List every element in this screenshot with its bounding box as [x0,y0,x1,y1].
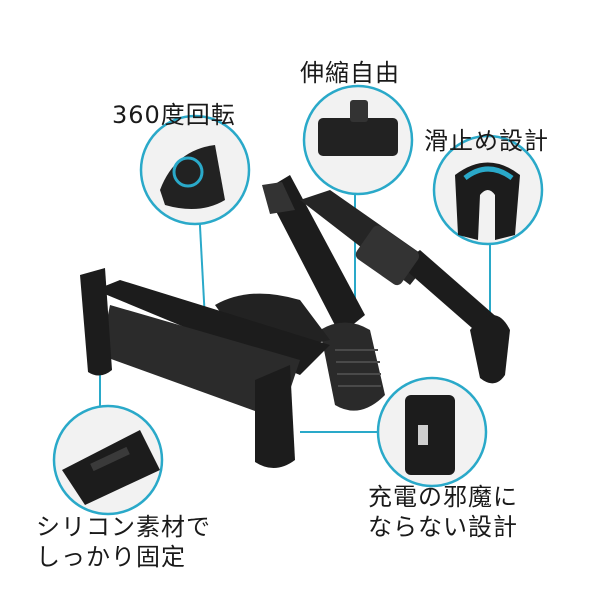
circle-rotation [139,114,251,226]
feature-label-rotation: 360度回転 [112,100,236,130]
feature-label-charging-line1: 充電の邪魔に [368,483,518,511]
clamp-left-jaw [80,268,112,376]
telescopic-inner [400,250,500,335]
feature-label-charging: 充電の邪魔に ならない設計 [368,482,518,542]
feature-label-silicone: シリコン素材で しっかり固定 [36,512,211,572]
circle-antislip [432,134,544,246]
circle-telescopic [302,84,414,196]
upper-arm-cap [262,182,295,214]
circle-silicone [52,404,164,516]
feature-label-telescopic: 伸縮自由 [300,58,400,88]
upper-arm [265,175,365,335]
silicone-pad-icon [90,446,130,472]
holder-bracket [80,175,510,469]
feature-label-rotation-text: 360度回転 [112,101,236,129]
hinge-ridges [335,349,381,387]
feature-label-charging-line2: ならない設計 [368,513,518,541]
feature-label-silicone-line1: シリコン素材で [36,513,211,541]
antislip-pad-icon [463,166,514,181]
clamp-bottom-jaw [255,365,295,469]
clamp-face [100,305,300,420]
feature-label-telescopic-text: 伸縮自由 [300,59,400,87]
clamp-panel [95,280,330,375]
feature-label-silicone-line2: しっかり固定 [36,543,186,571]
callout-circles [52,84,544,516]
feature-label-antislip-text: 滑止め設計 [424,127,549,155]
circle-charging [376,376,488,488]
feature-label-antislip: 滑止め設計 [424,126,549,156]
hinge-block [320,322,385,411]
telescopic-sleeve [355,225,420,286]
cable-slot-icon [418,425,428,445]
headrest-hook [470,315,510,384]
rotation-arrow-icon [172,156,204,188]
